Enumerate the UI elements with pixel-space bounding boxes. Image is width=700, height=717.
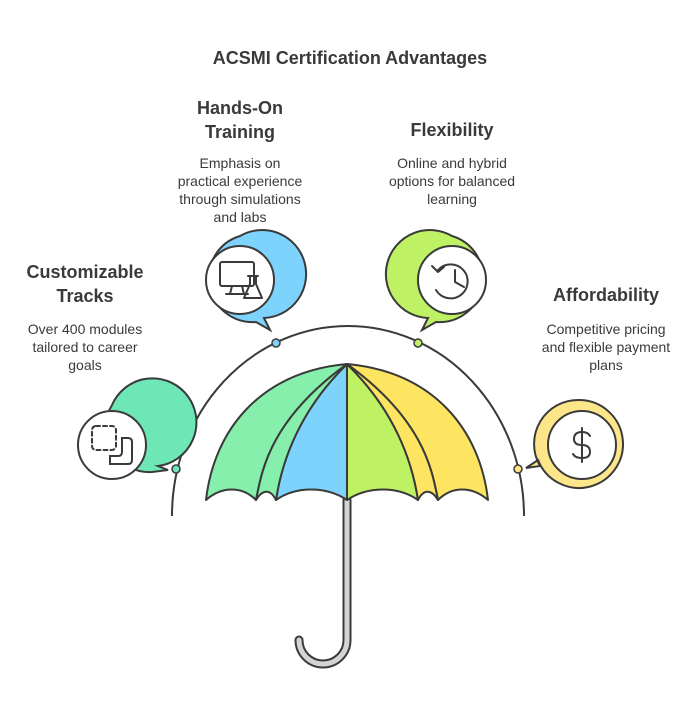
bubble-inner-circle <box>417 245 487 315</box>
desc-line: and flexible payment <box>541 339 671 355</box>
heading-line: Affordability <box>553 285 659 305</box>
page-title: ACSMI Certification Advantages <box>212 48 488 68</box>
desc-line: tailored to career <box>32 339 138 355</box>
desc-line: through simulations <box>179 191 301 207</box>
desc-line: Online and hybrid <box>397 155 507 171</box>
umbrella-panel-green-inner <box>255 363 348 501</box>
dollar-icon <box>572 427 591 463</box>
umbrella-handle <box>296 497 350 667</box>
flexibility-bubble <box>384 229 487 333</box>
bubble-inner-circle <box>77 410 147 480</box>
desc-line: goals <box>68 357 102 373</box>
customize-icon <box>91 425 133 465</box>
computer-lab-icon <box>219 261 263 299</box>
flexibility-description: Online and hybrid options for balanced l… <box>372 154 532 208</box>
desc-line: and labs <box>213 209 267 225</box>
customizable-tracks-heading: Customizable Tracks <box>10 260 160 308</box>
heading-line: Customizable <box>26 262 144 282</box>
affordability-heading: Affordability <box>526 283 686 307</box>
desc-line: Emphasis on <box>199 155 281 171</box>
connector-dot-customizable <box>171 464 181 474</box>
customizable-bubble <box>77 377 198 480</box>
affordability-description: Competitive pricing and flexible payment… <box>526 320 686 374</box>
desc-line: plans <box>589 357 623 373</box>
hands-on-bubble <box>205 229 308 333</box>
connector-dot-affordability <box>513 464 523 474</box>
umbrella-panel-yellow-inner <box>346 363 439 501</box>
connector-dot-flexibility <box>413 338 423 348</box>
affordability-bubble <box>525 398 624 489</box>
desc-line: learning <box>427 191 477 207</box>
customizable-tracks-description: Over 400 modules tailored to career goal… <box>10 320 160 374</box>
heading-line: Hands-On <box>196 98 283 118</box>
heading-line: Tracks <box>56 286 114 306</box>
hands-on-training-description: Emphasis on practical experience through… <box>160 154 320 226</box>
desc-line: options for balanced <box>388 173 516 189</box>
clock-history-icon <box>431 263 469 300</box>
heading-line: Flexibility <box>410 120 494 140</box>
desc-line: practical experience <box>177 173 303 189</box>
desc-line: Competitive pricing <box>546 321 666 337</box>
flexibility-heading: Flexibility <box>372 118 532 142</box>
connector-dot-hands-on <box>271 338 281 348</box>
hands-on-training-heading: Hands-On Training <box>160 96 320 144</box>
umbrella-handle-outline <box>294 495 352 669</box>
heading-line: Training <box>204 122 275 142</box>
desc-line: Over 400 modules <box>27 321 143 337</box>
bubble-inner-circle <box>205 245 275 315</box>
